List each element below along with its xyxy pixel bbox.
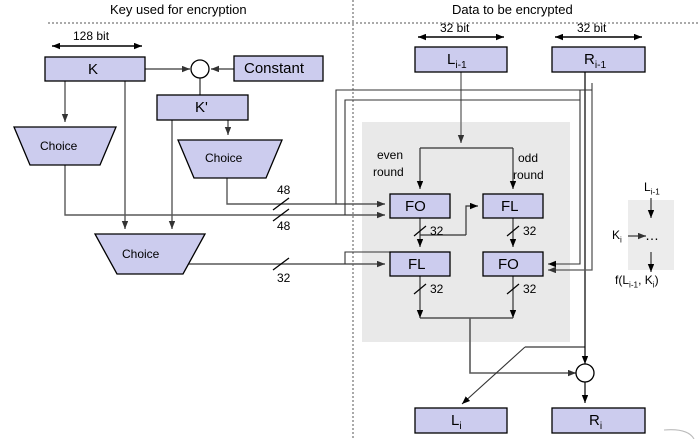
label-fo-bottom: FO: [498, 256, 519, 273]
legend-output-label: f(Li-1, Ki): [615, 273, 659, 290]
bus-slash-fl-top: [506, 225, 520, 237]
label-32-bit-left: 32 bit: [440, 21, 470, 35]
label-bus-48-b: 48: [277, 219, 291, 233]
xor-gate-key: [190, 59, 210, 79]
label-constant: Constant: [244, 60, 305, 77]
label-bus-32-key: 32: [277, 271, 291, 285]
label-128-bit: 128 bit: [73, 29, 110, 43]
decor-arc: [663, 429, 695, 439]
wire-choice2-bus48a: [226, 178, 385, 208]
bus-slash-32key: [272, 257, 290, 271]
label-bus-48-a: 48: [277, 183, 291, 197]
trapezoid-choice-1[interactable]: [13, 126, 117, 166]
legend-input-label: Li-1: [644, 180, 660, 197]
box-fo-top[interactable]: [389, 193, 451, 219]
label-32-bit-right: 32 bit: [577, 21, 607, 35]
label-l-output: Li: [451, 412, 462, 432]
wire-choice1-bus48b: [64, 165, 385, 219]
box-constant[interactable]: [233, 55, 324, 82]
label-bus-fo-bottom: 32: [523, 282, 537, 296]
box-r-output[interactable]: [551, 407, 646, 434]
box-l-output[interactable]: [414, 407, 508, 434]
box-fl-top[interactable]: [482, 193, 544, 219]
label-kprime: K': [195, 99, 208, 116]
label-r-output: Ri: [589, 412, 603, 432]
legend-key-label: Ki: [612, 228, 622, 245]
label-even-round-1: even: [377, 148, 404, 162]
label-l-input: Li-1: [447, 51, 467, 71]
bus-slash-48b: [272, 208, 290, 222]
label-fl-top: FL: [501, 198, 519, 215]
label-choice-2: Choice: [205, 151, 243, 165]
box-kprime[interactable]: [156, 94, 249, 121]
label-k: K: [88, 61, 99, 78]
box-fl-bottom[interactable]: [389, 251, 451, 277]
label-fo-top: FO: [405, 198, 426, 215]
header-data-side: Data to be encrypted: [452, 2, 573, 17]
box-l-input[interactable]: [414, 46, 508, 73]
box-r-input[interactable]: [551, 46, 646, 73]
wire-feedback-d: [548, 90, 581, 268]
bus-slash-fo-bot: [506, 283, 520, 295]
bus-slash-48a: [272, 197, 290, 211]
box-k[interactable]: [44, 56, 146, 82]
trapezoid-choice-2[interactable]: [177, 139, 283, 179]
label-odd-round-1: odd: [518, 151, 539, 165]
label-choice-1: Choice: [40, 139, 78, 153]
xor-gate-data: [575, 363, 595, 383]
label-bus-fo-top: 32: [430, 224, 444, 238]
legend-ellipsis: …: [645, 227, 659, 243]
label-even-round-2: round: [373, 165, 404, 179]
label-r-input: Ri-1: [584, 51, 607, 71]
label-bus-fl-top: 32: [523, 224, 537, 238]
wire-crosslink-fotop-fltop: [465, 202, 478, 235]
wire-feedback-e: [548, 83, 593, 274]
label-bus-fl-bottom: 32: [430, 282, 444, 296]
label-fl-bottom: FL: [408, 256, 426, 273]
header-key-side: Key used for encryption: [110, 2, 247, 17]
bus-slash-fo-top: [413, 225, 427, 237]
box-fo-bottom[interactable]: [482, 251, 544, 277]
trapezoid-choice-3[interactable]: [93, 233, 207, 275]
wire-merge-to-xor: [469, 353, 576, 377]
bus-slash-fl-bot: [413, 283, 427, 295]
wire-diag-to-lout: [461, 346, 526, 405]
label-choice-3: Choice: [122, 247, 160, 261]
label-odd-round-2: round: [513, 168, 544, 182]
